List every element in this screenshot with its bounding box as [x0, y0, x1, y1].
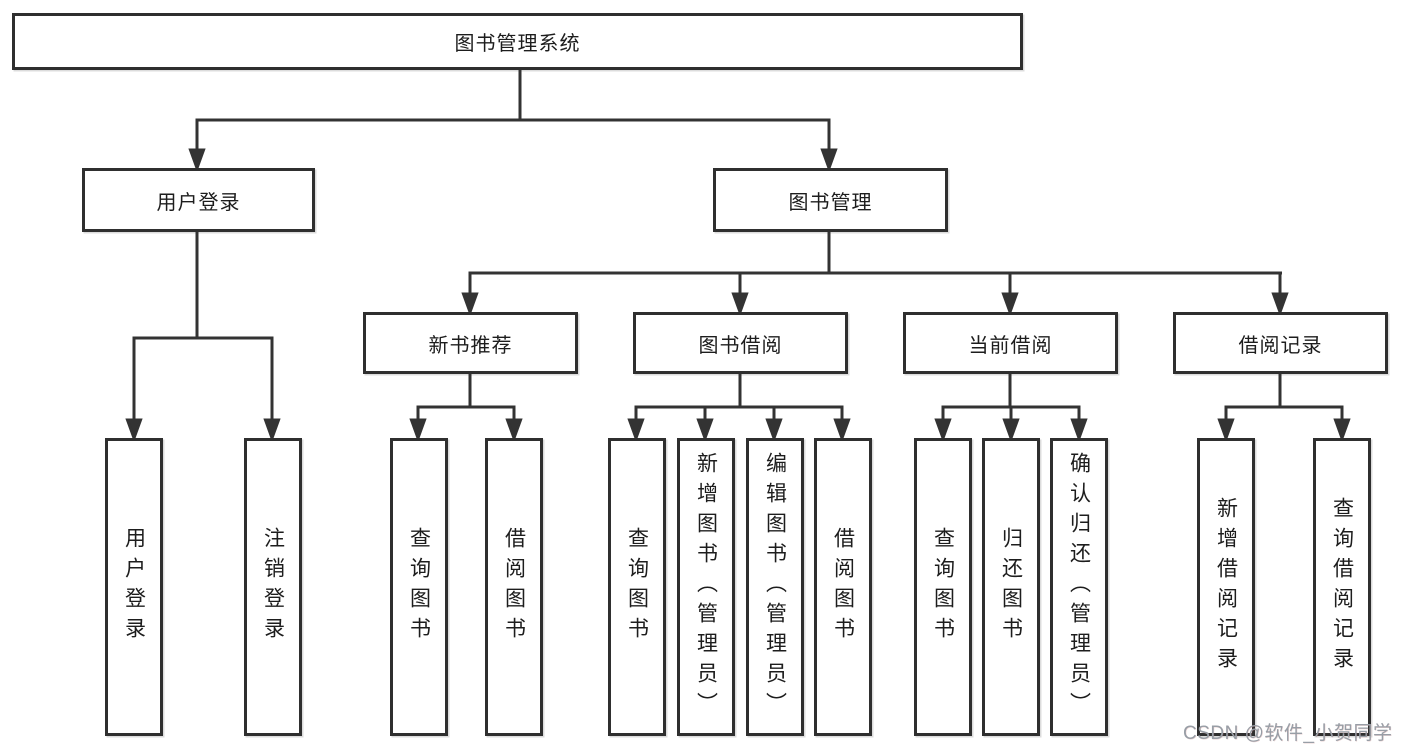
node-label: 当前借阅: [968, 334, 1053, 357]
node-book-management: 图书管理: [713, 168, 948, 232]
node-user-login: 用户登录: [82, 168, 315, 232]
node-label: 图书借阅: [698, 334, 783, 357]
leaf-add-book-admin: 新增图书（管理员）: [677, 438, 735, 736]
leaf-label: 新增借阅记录: [1214, 497, 1238, 677]
node-label: 用户登录: [156, 191, 241, 214]
leaf-label: 查询图书: [625, 527, 649, 647]
leaf-confirm-return-admin: 确认归还（管理员）: [1050, 438, 1108, 736]
leaf-borrow-books-recommend: 借阅图书: [485, 438, 543, 736]
leaf-label: 归还图书: [999, 527, 1023, 647]
leaf-label: 查询借阅记录: [1330, 497, 1354, 677]
node-book-borrowing: 图书借阅: [633, 312, 848, 374]
leaf-user-login: 用户登录: [105, 438, 163, 736]
leaf-label: 新增图书（管理员）: [694, 452, 718, 722]
leaf-label: 查询图书: [407, 527, 431, 647]
leaf-return-book: 归还图书: [982, 438, 1040, 736]
edge-records-to-leaves: [1217, 374, 1351, 443]
leaf-query-books-recommend: 查询图书: [390, 438, 448, 736]
leaf-logout-login: 注销登录: [244, 438, 302, 736]
csdn-watermark: CSDN @软件_小贺同学: [1183, 723, 1393, 744]
node-label: 图书管理: [788, 191, 873, 214]
leaf-query-books-borrow: 查询图书: [608, 438, 666, 736]
edge-bookmgmt-to-level3: [461, 232, 1289, 317]
leaf-add-borrow-record: 新增借阅记录: [1197, 438, 1255, 736]
node-label: 图书管理系统: [454, 33, 581, 55]
node-borrowing-records: 借阅记录: [1173, 312, 1388, 374]
edge-borrow-to-leaves: [627, 374, 851, 443]
edge-current-to-leaves: [934, 374, 1088, 443]
edge-root-to-level2: [188, 70, 838, 173]
node-new-book-recommendation: 新书推荐: [363, 312, 578, 374]
leaf-label: 注销登录: [261, 527, 285, 647]
edge-recommend-to-leaves: [409, 374, 523, 443]
leaf-query-books-current: 查询图书: [914, 438, 972, 736]
node-library-management-system: 图书管理系统: [12, 13, 1023, 70]
leaf-label: 用户登录: [122, 527, 146, 647]
leaf-label: 借阅图书: [502, 527, 526, 647]
leaf-edit-book-admin: 编辑图书（管理员）: [746, 438, 804, 736]
node-label: 借阅记录: [1238, 334, 1323, 357]
leaf-borrow-books: 借阅图书: [814, 438, 872, 736]
node-label: 新书推荐: [428, 334, 513, 357]
edge-userlogin-to-leaves: [125, 232, 281, 443]
leaf-label: 确认归还（管理员）: [1067, 452, 1091, 722]
leaf-label: 借阅图书: [831, 527, 855, 647]
leaf-label: 编辑图书（管理员）: [763, 452, 787, 722]
leaf-query-borrow-record: 查询借阅记录: [1313, 438, 1371, 736]
node-current-borrowing: 当前借阅: [903, 312, 1118, 374]
leaf-label: 查询图书: [931, 527, 955, 647]
